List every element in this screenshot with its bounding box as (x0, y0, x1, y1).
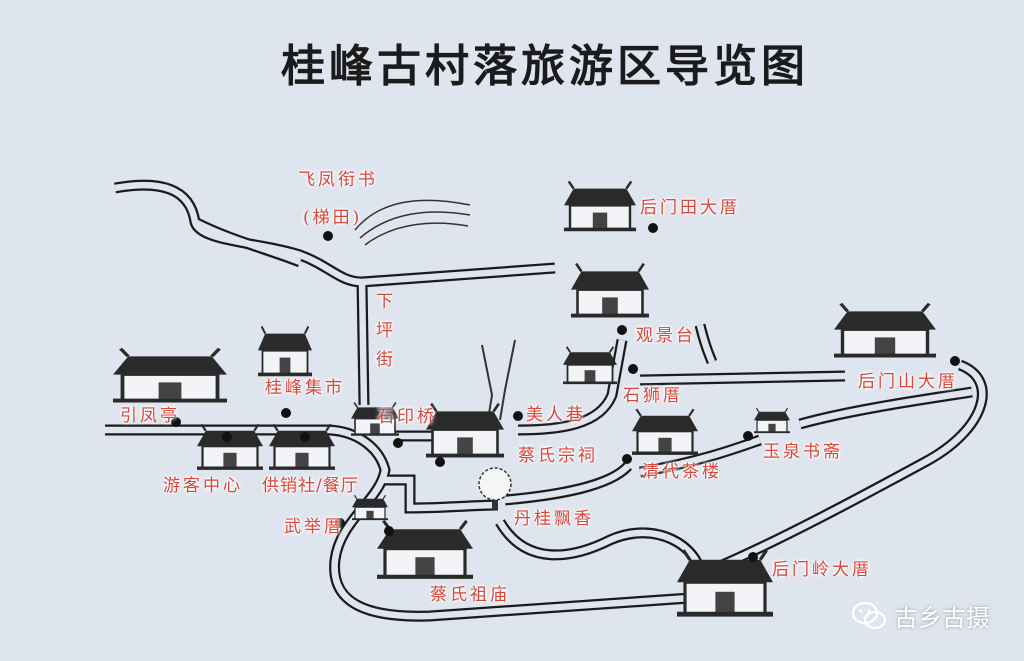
tree-drawing (478, 467, 512, 510)
road-inner (380, 476, 499, 512)
label-houmenshan: 后门山大厝 (858, 372, 958, 392)
road-inner (504, 463, 631, 504)
label-yinfengting: 引凤亭 (120, 406, 180, 426)
gongxiaoshe-building (267, 422, 337, 470)
visitor-center-building (195, 422, 265, 470)
wechat-icon (852, 601, 886, 629)
shishicuo-building (561, 345, 619, 385)
guanjingtai-building (569, 261, 651, 318)
road-inner (718, 361, 986, 569)
label-caishi-zumiao: 蔡氏祖庙 (430, 585, 510, 605)
watermark-text: 古乡古摄 (894, 604, 990, 632)
market-building (256, 324, 314, 377)
yuquan-building (753, 407, 791, 434)
stream-drawing (481, 339, 516, 421)
label-dangui: 丹桂飘香 (514, 509, 594, 529)
road-inner (799, 388, 973, 428)
label-feifeng: 飞凤衔书 (298, 170, 378, 190)
label-wujucuo: 武举厝 (284, 517, 344, 537)
label-meirenxiang: 美人巷 (526, 405, 586, 425)
road-inner (696, 324, 716, 364)
label-qingdai-chalou: 清代茶楼 (642, 462, 722, 482)
label-gongxiaoshe: 供销社/餐厅 (262, 476, 359, 496)
houmenshan-building (834, 304, 936, 356)
road-inner (358, 281, 368, 406)
road-inner (105, 426, 691, 620)
label-xiapingjie: 下坪街 (372, 292, 392, 379)
yinfengting-building (113, 349, 227, 401)
terraced-fields-drawing (354, 199, 471, 246)
road-inner (497, 520, 706, 581)
label-visitor-center: 游客中心 (163, 476, 243, 496)
label-titian: (梯田) (303, 208, 363, 228)
label-yuquan-shuzhai: 玉泉书斋 (763, 442, 843, 462)
road-inner (193, 219, 302, 266)
label-houmentian: 后门田大厝 (640, 198, 740, 218)
label-guifeng-market: 桂峰集市 (265, 378, 345, 398)
houmentian-building (562, 179, 638, 232)
chalou-building (630, 407, 700, 455)
road-inner (639, 372, 846, 384)
label-shishicuo: 石狮厝 (623, 386, 683, 406)
wujucuo-building (351, 494, 389, 521)
road-segment (105, 424, 691, 622)
watermark: 古乡古摄 (852, 598, 990, 633)
buildings (113, 179, 936, 614)
zongci-building (424, 401, 506, 458)
location-dots (171, 223, 960, 562)
road-inner (639, 436, 762, 476)
map-title: 桂峰古村落旅游区导览图 (281, 41, 809, 92)
label-caishi-zongci: 蔡氏宗祠 (518, 446, 598, 466)
road-inner (517, 339, 626, 434)
label-houmenling: 后门岭大厝 (772, 560, 872, 580)
label-guanjingtai: 观景台 (636, 326, 696, 346)
label-shiyinqiao: 石印桥 (377, 407, 437, 427)
